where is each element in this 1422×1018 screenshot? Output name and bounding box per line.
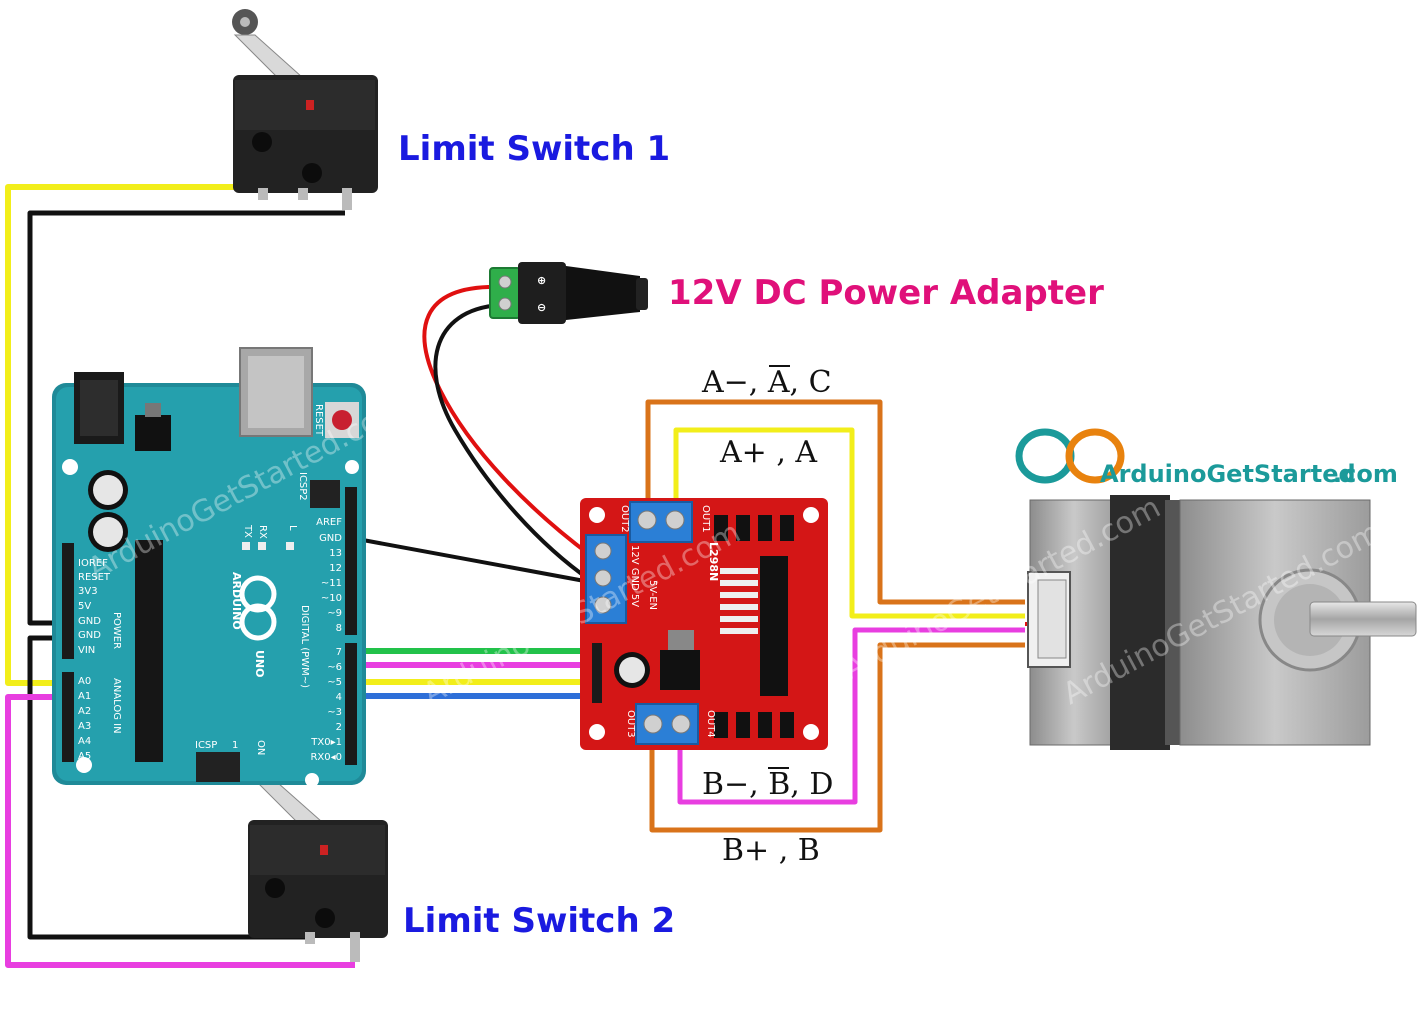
pin-label: 8 — [336, 623, 342, 634]
pin-label: GND — [78, 616, 101, 627]
icsp-label: ICSP — [195, 740, 217, 751]
pin-label: 13 — [329, 548, 342, 559]
pin-label: 2 — [336, 722, 342, 733]
limit-switch-2 — [248, 757, 388, 962]
pin-label: 3V3 — [78, 586, 98, 597]
power-pin-labels: IOREF RESET 3V3 5V GND GND VIN — [78, 558, 111, 656]
pin-label: IOREF — [78, 558, 108, 569]
coil-a-plus-label: A+ , A — [719, 435, 817, 470]
pin-label: ~10 — [321, 593, 342, 604]
analog-header — [62, 672, 74, 762]
wire-adapter-negative — [433, 303, 592, 582]
out1-label: OUT1 — [700, 505, 711, 533]
pin-label: GND — [319, 533, 342, 544]
l-led-label: L — [287, 525, 298, 531]
pin-label: A0 — [78, 676, 91, 687]
wire-ls1-ground — [27, 210, 345, 626]
chip-label: L298N — [707, 542, 720, 581]
reset-button-label: RESET — [313, 404, 324, 437]
pin-label: A4 — [78, 736, 91, 747]
arduino-logo — [239, 575, 277, 641]
adapter-plus-marker: ⊕ — [537, 274, 546, 287]
wire-ls1-signal — [5, 184, 300, 686]
pin-label: A1 — [78, 691, 91, 702]
coil-b-minus-label: B−, B, D — [702, 767, 833, 802]
pin-label: RESET — [78, 572, 111, 583]
digital-pin-labels-low: 7 ~6 ~5 4 ~3 2 TX0▸1 RX0◂0 — [310, 647, 342, 763]
icsp-pin1-label: 1 — [232, 740, 238, 751]
wire-gnd-driver — [351, 536, 591, 584]
driver-input-header — [592, 643, 602, 703]
limit-switch-1 — [232, 9, 378, 210]
power-header — [62, 543, 74, 659]
pin-label: GND — [78, 630, 101, 641]
l298n-chip — [760, 556, 788, 696]
plus-icon: + — [1036, 453, 1045, 466]
out3-label: OUT3 — [625, 710, 636, 738]
pin-label: 7 — [336, 647, 342, 658]
arduino-uno-board: RESET ICSP2 ICSP 1 TX RX L ON ARDUIN — [52, 347, 411, 787]
digital-pin-labels-high: AREF GND 13 12 ~11 ~10 ~9 8 — [316, 517, 342, 634]
adapter-minus-marker: ⊖ — [537, 301, 546, 314]
limit-switch-1-label: Limit Switch 1 — [398, 129, 670, 169]
dc-power-adapter: ⊕ ⊖ — [489, 262, 648, 324]
en-label: 5V-EN — [647, 580, 658, 610]
power-adapter-label: 12V DC Power Adapter — [668, 273, 1104, 313]
pin-label: RX0◂0 — [310, 752, 342, 763]
limit-switch-2-label: Limit Switch 2 — [403, 901, 675, 941]
arduino-model: UNO — [253, 650, 266, 678]
wire-coil-b-plus — [649, 642, 1025, 833]
pin-label: A2 — [78, 706, 91, 717]
wire-ls2-signal — [5, 694, 355, 968]
coil-b-plus-label: B+ , B — [722, 833, 820, 868]
wires — [5, 184, 1040, 968]
on-led-label: ON — [255, 740, 266, 755]
pin-label: AREF — [316, 517, 342, 528]
wire-coil-a-minus — [645, 399, 1025, 605]
digital-header-label: DIGITAL (PWM~) — [299, 605, 310, 688]
brand-domain: .com — [1333, 460, 1398, 488]
pin-label: TX0▸1 — [310, 737, 342, 748]
coil-a-minus-label: A−, A, C — [701, 365, 832, 400]
pin-label: A5 — [78, 751, 91, 762]
heatsink — [714, 515, 794, 738]
brand-name: ArduinoGetStarted — [1100, 460, 1356, 488]
pin-label: 4 — [336, 692, 342, 703]
pin-label: ~6 — [327, 662, 342, 673]
out2-label: OUT2 — [619, 505, 630, 533]
wire-coil-b-minus — [677, 627, 1025, 805]
wire-ls2-ground — [27, 635, 310, 940]
wire-coil-a-plus — [673, 427, 1025, 619]
pin-label: A3 — [78, 721, 91, 732]
analog-header-label: ANALOG IN — [111, 678, 122, 734]
pin-label: ~3 — [327, 707, 342, 718]
brand-logo: + ArduinoGetStarted .com — [1015, 428, 1398, 488]
stepper-motor: ArduinoGetStarted.com — [1027, 495, 1417, 750]
digital-header-low — [345, 643, 357, 765]
icsp2-label: ICSP2 — [297, 472, 308, 501]
digital-header-high — [345, 487, 357, 635]
pin-label: ~5 — [327, 677, 342, 688]
l298n-driver-board: OUT2 OUT1 12V GND 5V 5V-EN L298N OUT3 — [580, 498, 828, 750]
pin-label: ~9 — [327, 608, 342, 619]
rx-led-label: RX — [257, 525, 268, 539]
power-header-label: POWER — [111, 612, 122, 649]
out4-label: OUT4 — [705, 710, 716, 738]
power-terminal-label: 12V GND 5V — [629, 545, 640, 607]
tx-led-label: TX — [242, 524, 253, 538]
motor-shaft — [1309, 601, 1417, 637]
pin-label: ~11 — [321, 578, 342, 589]
pin-label: 5V — [78, 601, 91, 612]
analog-pin-labels: A0 A1 A2 A3 A4 A5 — [78, 676, 91, 762]
arduino-name: ARDUINO — [230, 572, 243, 630]
pin-label: VIN — [78, 645, 95, 656]
pin-label: 12 — [329, 563, 342, 574]
